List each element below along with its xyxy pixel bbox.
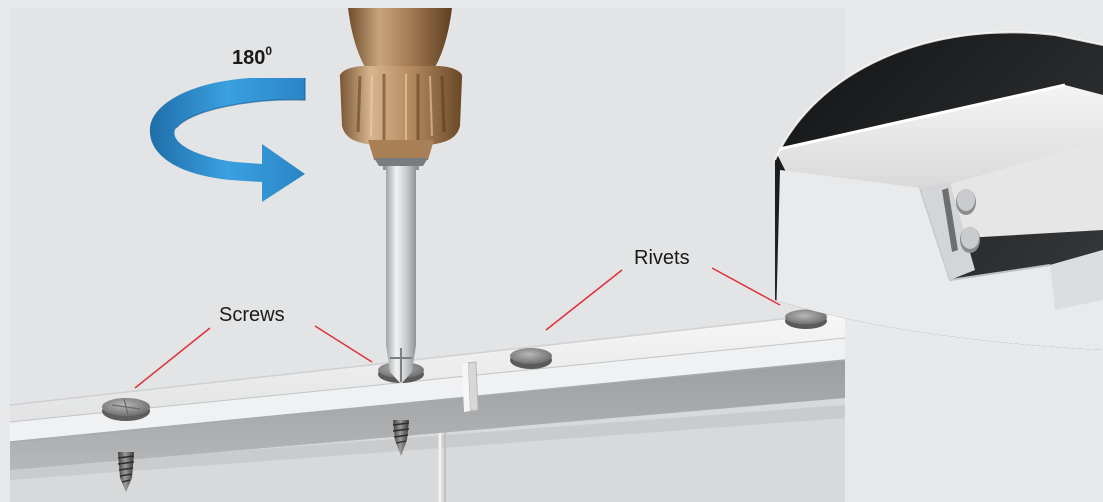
screws-label: Screws — [219, 304, 285, 326]
screws-callout-left — [134, 327, 211, 389]
main-panel: 1800 Screws Rivets — [10, 8, 845, 502]
screwdriver-icon — [339, 8, 463, 384]
rotate-clockwise-arrow-icon — [149, 78, 306, 202]
zoom-detail-inset — [774, 31, 1103, 350]
rail-front — [10, 338, 845, 442]
rivets-label: Rivets — [634, 247, 690, 269]
rivets-callout-right — [711, 267, 781, 306]
rivets-callout-left — [545, 269, 623, 331]
screws-callout-right — [314, 325, 373, 363]
rivet-middle — [510, 348, 552, 369]
callout-lines — [134, 267, 781, 389]
rail-top — [10, 312, 845, 422]
rail-inset — [10, 360, 845, 470]
rotation-angle-label: 1800 — [232, 44, 272, 69]
rivet-right — [785, 309, 827, 329]
screw-left — [102, 398, 150, 492]
